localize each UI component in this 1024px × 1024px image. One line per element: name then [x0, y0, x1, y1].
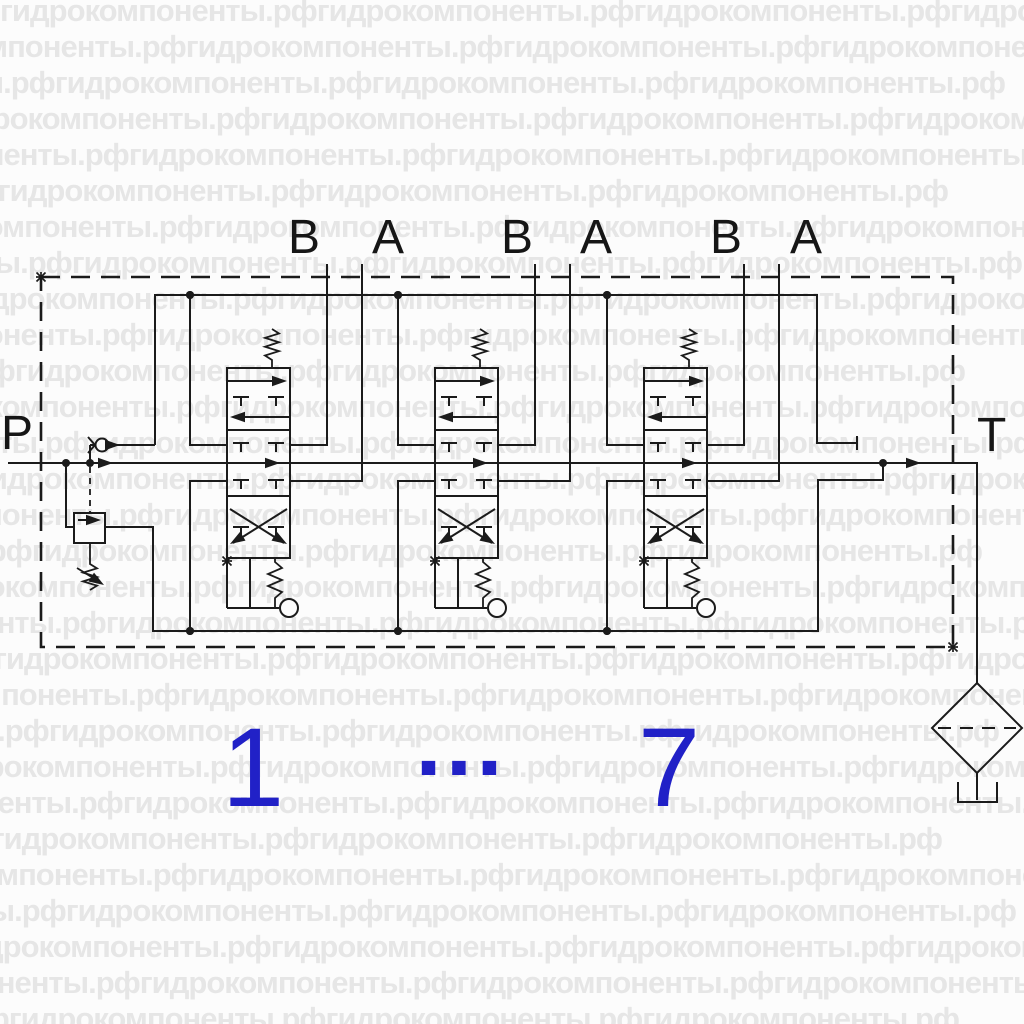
watermark-text: гидрокомпоненты.рфгидрокомпоненты.рфгидр…	[0, 317, 1024, 352]
pressure-through-line	[8, 457, 978, 683]
section-number-first: 1	[221, 705, 285, 830]
work-port-label-b3: B	[709, 211, 743, 264]
directional-valve-section-1	[186, 264, 363, 635]
watermark-text: гидрокомпоненты.рфгидрокомпоненты.рфгидр…	[0, 929, 1024, 964]
watermark-text: гидрокомпоненты.рфгидрокомпоненты.рфгидр…	[0, 1001, 960, 1024]
watermark-text: гидрокомпоненты.рфгидрокомпоненты.рфгидр…	[0, 497, 1024, 532]
work-port-label-b1: B	[287, 211, 321, 264]
watermark-text: гидрокомпоненты.рфгидрокомпоненты.рфгидр…	[0, 713, 1000, 748]
watermark-text: гидрокомпоненты.рфгидрокомпоненты.рфгидр…	[0, 65, 1006, 100]
watermark-text: гидрокомпоненты.рфгидрокомпоненты.рфгидр…	[0, 29, 1024, 64]
return-filter	[930, 681, 1024, 800]
directional-valve-section-3	[603, 264, 780, 635]
watermark-text: гидрокомпоненты.рфгидрокомпоненты.рфгидр…	[0, 281, 1024, 316]
work-port-label-a1: A	[371, 211, 405, 264]
watermark-text: гидрокомпоненты.рфгидрокомпоненты.рфгидр…	[0, 821, 943, 856]
watermark-text: гидрокомпоненты.рфгидрокомпоненты.рфгидр…	[0, 389, 1024, 424]
watermark-text: гидрокомпоненты.рфгидрокомпоненты.рфгидр…	[0, 965, 1024, 1000]
watermark-text: гидрокомпоненты.рфгидрокомпоненты.рфгидр…	[0, 605, 1024, 640]
watermark-text: гидрокомпоненты.рфгидрокомпоненты.рфгидр…	[0, 569, 1024, 604]
watermark-text: гидрокомпоненты.рфгидрокомпоненты.рфгидр…	[0, 101, 1024, 136]
watermark-text: гидрокомпоненты.рфгидрокомпоненты.рфгидр…	[0, 893, 1017, 928]
work-port-label-b2: B	[500, 211, 534, 264]
port-label-p: P	[1, 407, 34, 460]
watermark-text: гидрокомпоненты.рфгидрокомпоненты.рфгидр…	[0, 173, 949, 208]
watermark-text: гидрокомпоненты.рфгидрокомпоненты.рфгидр…	[0, 245, 1023, 280]
watermark-text: гидрокомпоненты.рфгидрокомпоненты.рфгидр…	[0, 749, 1024, 784]
check-valve	[87, 436, 120, 463]
watermark-text: гидрокомпоненты.рфгидрокомпоненты.рфгидр…	[0, 209, 1024, 244]
junction-dots	[62, 291, 611, 635]
watermark-text: гидрокомпоненты.рфгидрокомпоненты.рфгидр…	[0, 857, 1024, 892]
work-port-label-a2: A	[579, 211, 613, 264]
watermark-text: гидрокомпоненты.рфгидрокомпоненты.рфгидр…	[0, 137, 1024, 172]
return-rail	[105, 459, 887, 632]
pressure-relief-valve	[65, 463, 106, 591]
watermark-text: гидрокомпоненты.рфгидрокомпоненты.рфгидр…	[0, 461, 1024, 496]
tank	[957, 782, 998, 803]
watermark-text: гидрокомпоненты.рфгидрокомпоненты.рфгидр…	[0, 677, 1024, 712]
directional-valve-section-2	[394, 264, 571, 635]
supply-rail	[90, 294, 858, 450]
work-port-label-a3: A	[789, 211, 823, 264]
section-number-ellipsis: ...	[415, 690, 507, 796]
watermark-text: гидрокомпоненты.рфгидрокомпоненты.рфгидр…	[0, 785, 1024, 820]
port-label-t: T	[977, 409, 1007, 462]
section-number-last: 7	[637, 705, 701, 830]
watermark-text: гидрокомпоненты.рфгидрокомпоненты.рфгидр…	[0, 0, 1024, 28]
